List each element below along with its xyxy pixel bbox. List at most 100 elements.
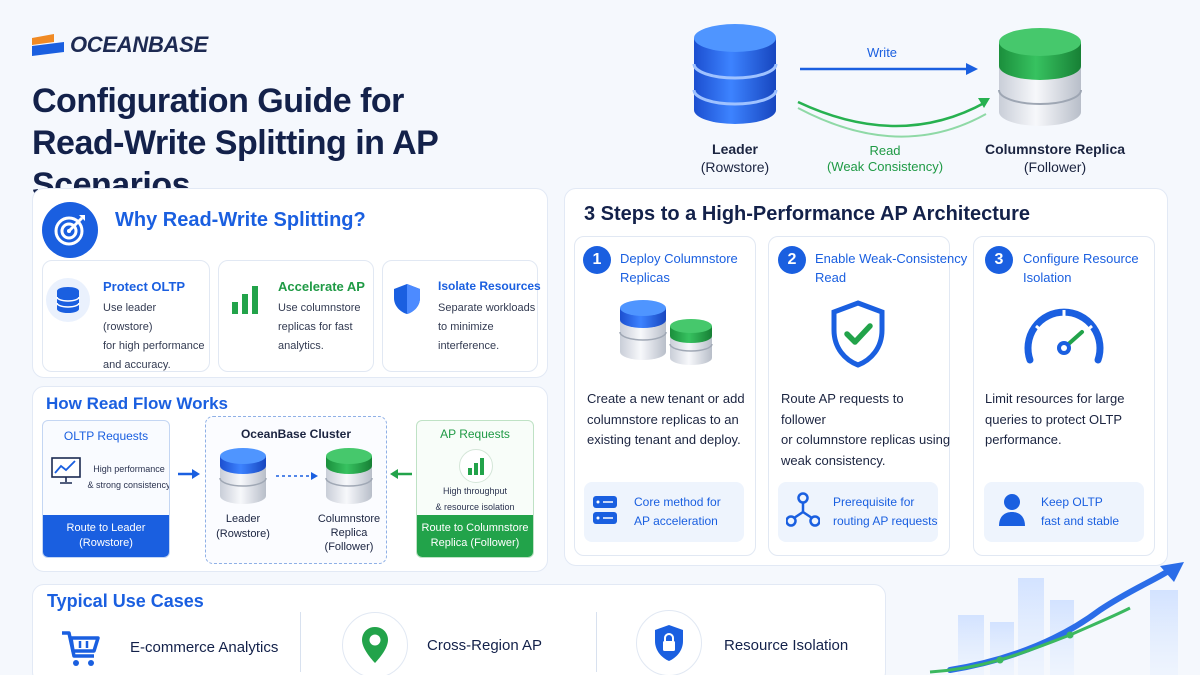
step-text-line: or columnstore replicas using bbox=[781, 432, 951, 447]
arrow-left-icon bbox=[390, 469, 412, 479]
why-card-text-line: replicas for fast bbox=[278, 321, 353, 333]
why-title: Why Read-Write Splitting? bbox=[115, 209, 366, 231]
routing-network-icon bbox=[786, 492, 820, 527]
oceanbase-logo-icon bbox=[32, 34, 64, 56]
step-text-line: columnstore replicas to an bbox=[587, 411, 739, 427]
page-title: Configuration Guide for Read-Write Split… bbox=[32, 80, 592, 206]
cluster-leader-label: Leader (Rowstore) bbox=[210, 512, 276, 542]
why-card-text: Separate workloads to minimize interfere… bbox=[438, 299, 536, 356]
step-footer-line: AP acceleration bbox=[634, 514, 718, 528]
use-cases-title: Typical Use Cases bbox=[47, 591, 204, 611]
ap-requests-title: AP Requests bbox=[440, 427, 510, 441]
user-icon bbox=[999, 494, 1025, 526]
step-text-line: queries to protect OLTP bbox=[985, 411, 1123, 427]
why-card-text-line: interference. bbox=[438, 340, 500, 352]
why-card-isolate-resources bbox=[382, 260, 538, 372]
step-title-line: Replicas bbox=[620, 270, 670, 285]
cluster-replica-line: Columnstore bbox=[317, 513, 381, 525]
dashed-arrow-icon bbox=[276, 472, 318, 480]
step-text-line: Limit resources for large bbox=[985, 391, 1125, 406]
step-text: Route AP requests to follower or columns… bbox=[781, 389, 951, 471]
step-title-line: Enable Weak-Consistency bbox=[815, 251, 968, 266]
shield-icon bbox=[392, 282, 422, 321]
steps-title: 3 Steps to a High-Performance AP Archite… bbox=[584, 203, 1031, 225]
brand-logo: OCEANBASE bbox=[32, 32, 208, 58]
cluster-replica-line: Replica bbox=[330, 527, 368, 539]
cluster-replica-label: Columnstore Replica (Follower) bbox=[310, 512, 388, 554]
database-icon bbox=[46, 278, 90, 322]
why-card-text: Use leader (rowstore) for high performan… bbox=[103, 299, 208, 375]
arrow-right-icon bbox=[178, 469, 200, 479]
oltp-route-line: (Rowstore) bbox=[79, 537, 133, 549]
flow-title: How Read Flow Works bbox=[46, 394, 228, 413]
divider bbox=[300, 612, 301, 672]
write-read-arrows bbox=[797, 63, 990, 138]
step-text-line: performance. bbox=[985, 432, 1062, 447]
why-card-text-line: analytics. bbox=[278, 340, 324, 352]
leader-caption: Leader (Rowstore) bbox=[680, 140, 790, 176]
leader-title: Leader bbox=[712, 141, 758, 157]
brand-name: OCEANBASE bbox=[70, 32, 208, 57]
bar-chart-icon bbox=[228, 282, 262, 321]
step-title-line: Deploy Columnstore bbox=[620, 251, 738, 266]
step-number-badge: 2 bbox=[778, 246, 806, 274]
leader-sub: (Rowstore) bbox=[700, 159, 770, 175]
growth-bars-decoration-icon bbox=[929, 562, 1184, 675]
step-text-line: Create a new tenant or add bbox=[587, 391, 745, 406]
step-text-line: existing tenant and deploy. bbox=[587, 432, 741, 447]
step-number-badge: 1 bbox=[583, 246, 611, 274]
step-footer-text: Keep OLTP fast and stable bbox=[1041, 493, 1119, 531]
oltp-desc: High performance & strong consistency bbox=[83, 461, 170, 493]
step-footer-line: Core method for bbox=[634, 495, 721, 509]
why-card-text-line: Use columnstore bbox=[278, 302, 361, 314]
why-card-text-line: Separate workloads bbox=[438, 302, 536, 314]
use-case-label: E-commerce Analytics bbox=[130, 639, 279, 656]
cluster-replica-db-icon bbox=[325, 448, 373, 504]
step-title-line: Configure Resource bbox=[1023, 251, 1139, 266]
step-footer bbox=[984, 482, 1144, 542]
cluster-leader-db-icon bbox=[219, 448, 267, 504]
oltp-route-line: Route to Leader bbox=[66, 522, 146, 534]
replica-title: Columnstore Replica bbox=[984, 141, 1126, 157]
why-card-title: Isolate Resources bbox=[438, 279, 541, 293]
step-footer-line: Keep OLTP bbox=[1041, 495, 1103, 509]
step-title: Deploy Columnstore Replicas bbox=[620, 249, 738, 287]
step-title: Enable Weak-Consistency Read bbox=[815, 249, 967, 287]
replica-caption: Columnstore Replica (Follower) bbox=[975, 140, 1135, 176]
ap-desc-line: & resource isolation bbox=[435, 502, 515, 512]
why-card-text-line: Use leader (rowstore) bbox=[103, 302, 157, 333]
write-label: Write bbox=[866, 45, 898, 60]
ap-desc-line: High throughput bbox=[442, 486, 508, 496]
step-footer-text: Prerequisite for routing AP requests bbox=[833, 493, 938, 531]
target-icon bbox=[42, 202, 98, 258]
title-line-1: Configuration Guide for bbox=[32, 82, 404, 120]
cluster-title: OceanBase Cluster bbox=[240, 427, 352, 441]
step-text-line: weak consistency. bbox=[781, 452, 886, 468]
columnstore-replicas-icon bbox=[619, 300, 713, 365]
divider bbox=[596, 612, 597, 672]
cart-icon bbox=[60, 628, 100, 673]
read-label-sub: (Weak Consistency) bbox=[826, 159, 944, 174]
why-card-text: Use columnstore replicas for fast analyt… bbox=[278, 299, 373, 356]
monitor-chart-icon bbox=[51, 457, 81, 484]
step-text: Limit resources for large queries to pro… bbox=[985, 389, 1149, 451]
oltp-requests-title: OLTP Requests bbox=[63, 429, 149, 443]
read-label-text: Read bbox=[869, 143, 901, 158]
server-icon bbox=[593, 496, 617, 524]
oltp-requests-box: OLTP Requests High performance & strong … bbox=[42, 420, 170, 558]
oltp-desc-line: High performance bbox=[93, 464, 165, 474]
step-footer-line: routing AP requests bbox=[833, 514, 938, 528]
ap-route-line: Route to Columnstore bbox=[421, 522, 529, 534]
use-case-label: Cross-Region AP bbox=[427, 637, 543, 654]
ap-requests-box: AP Requests High throughput & resource i… bbox=[416, 420, 534, 558]
step-title-line: Isolation bbox=[1023, 270, 1072, 285]
cluster-leader-line: Leader bbox=[225, 513, 261, 525]
ap-route-label: Route to Columnstore Replica (Follower) bbox=[417, 515, 533, 557]
oltp-route-label: Route to Leader (Rowstore) bbox=[43, 515, 169, 557]
location-pin-icon bbox=[342, 612, 408, 675]
oltp-desc-line: & strong consistency bbox=[87, 480, 170, 490]
step-number-badge: 3 bbox=[985, 246, 1013, 274]
why-card-accelerate-ap bbox=[218, 260, 374, 372]
use-cases-panel bbox=[32, 584, 886, 675]
read-label: Read (Weak Consistency) bbox=[810, 143, 960, 175]
